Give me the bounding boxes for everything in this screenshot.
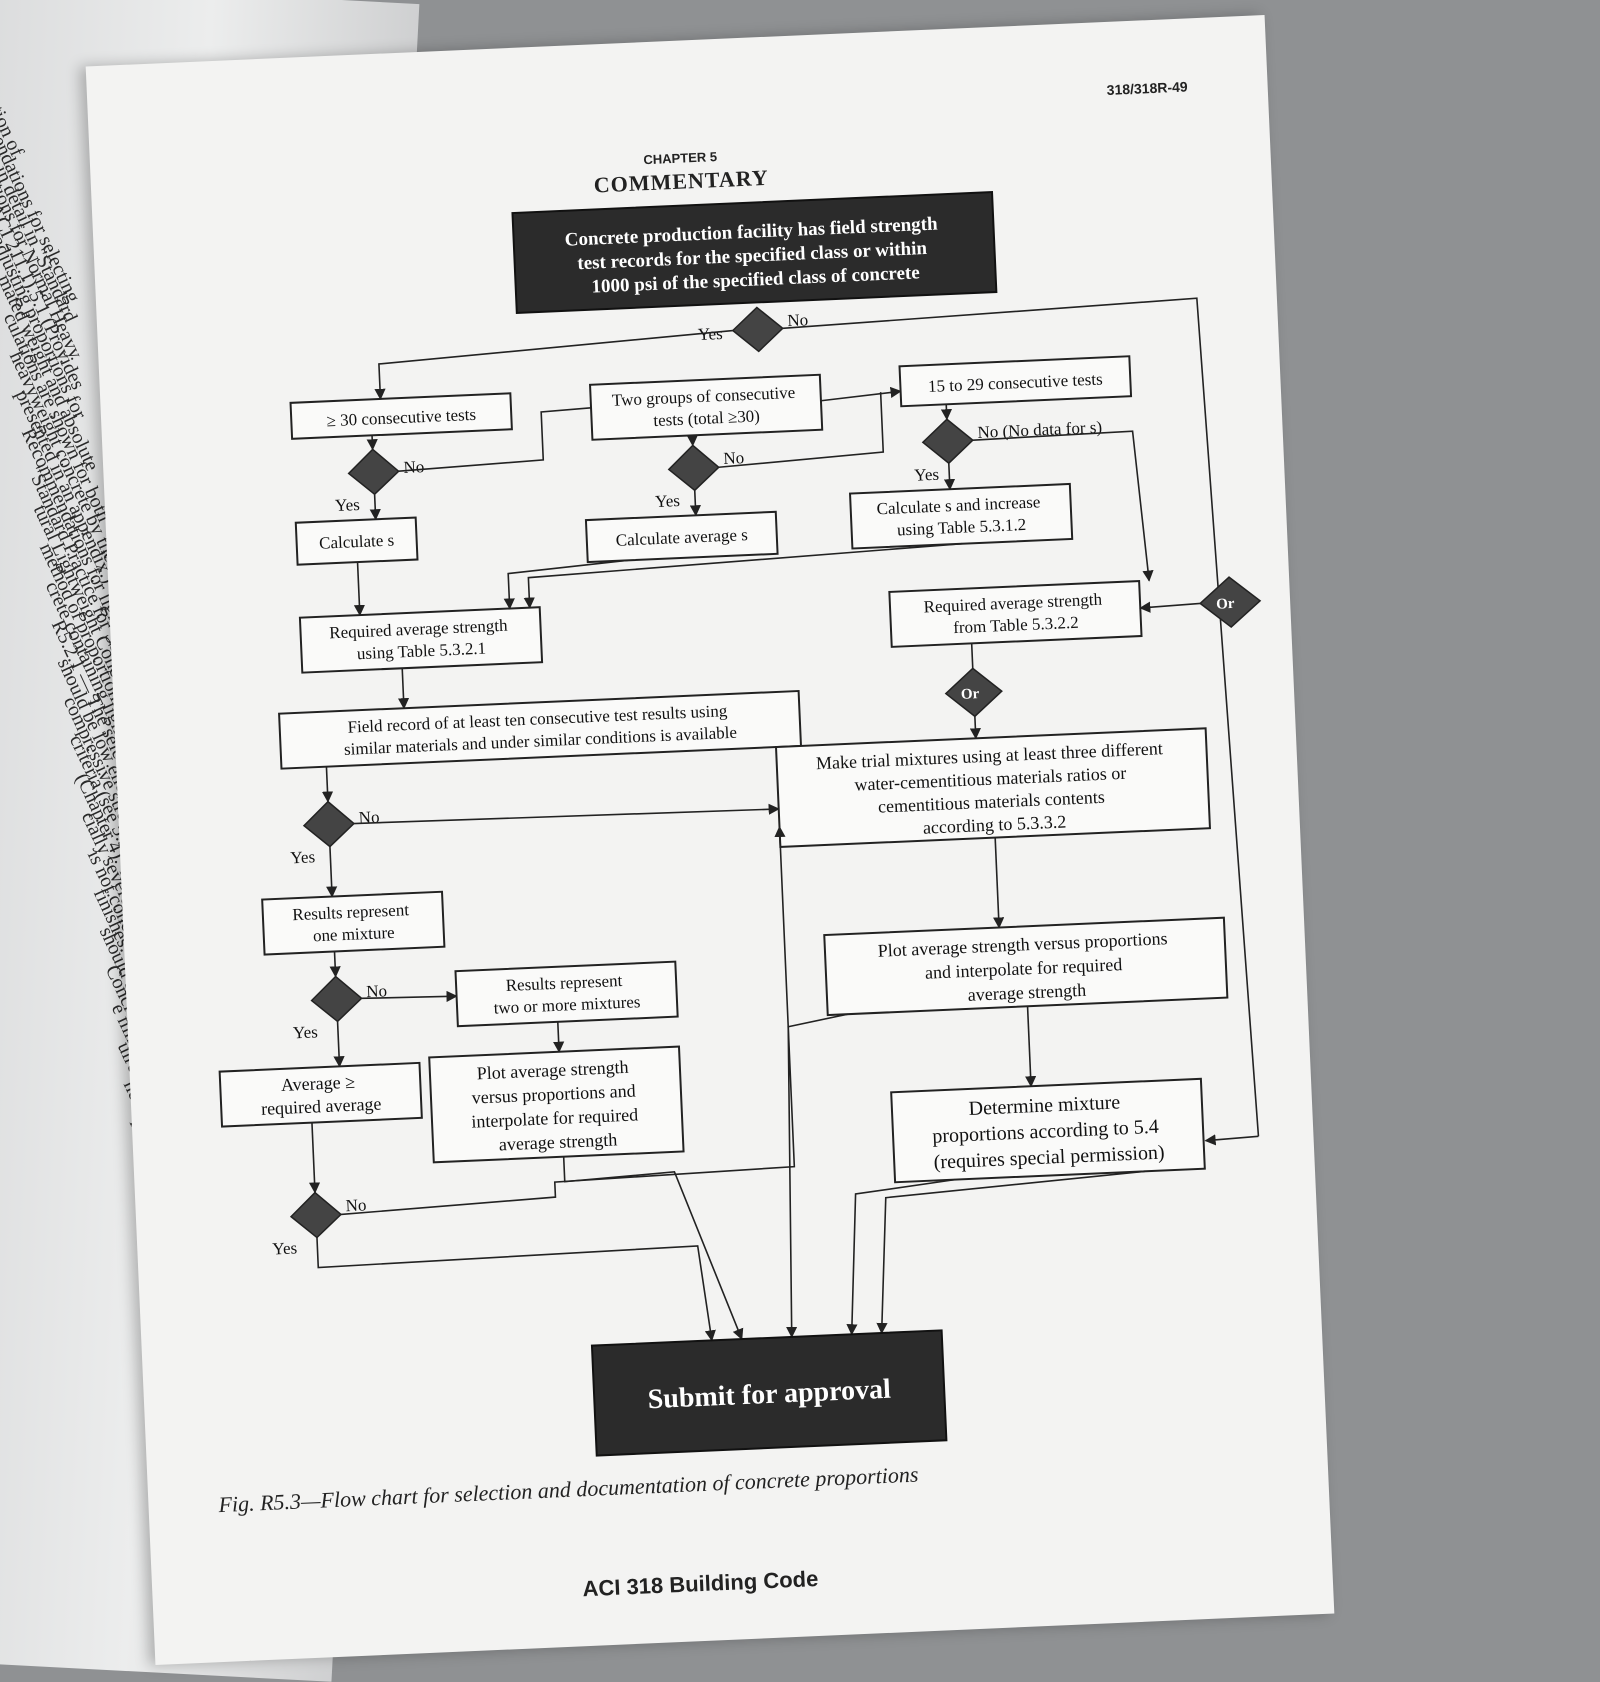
connector [558, 1022, 559, 1052]
box-calculate-s-increase: Calculate s and increase using Table 5.3… [850, 484, 1072, 549]
label-no: No [403, 457, 425, 477]
box-determine: Determine mixture proportions according … [891, 1079, 1205, 1182]
decision-diamond [922, 418, 974, 464]
connector [312, 1123, 315, 1193]
flow-chart: Concrete production facility has field s… [86, 15, 1335, 1665]
connector [1205, 1136, 1258, 1140]
connector [949, 463, 950, 489]
start-box: Concrete production facility has field s… [512, 192, 996, 313]
connector [972, 643, 973, 668]
connector [508, 560, 630, 608]
box-average-check: Average ≥ required average [220, 1063, 422, 1127]
decision-diamond [290, 1191, 342, 1238]
label-no: No [358, 807, 380, 827]
label-yes: Yes [335, 495, 361, 515]
decision-diamond [732, 306, 784, 352]
connector [326, 767, 328, 802]
label-yes: Yes [914, 465, 940, 485]
box-calculate-average-s: Calculate average s [586, 512, 778, 562]
box-submit: Submit for approval [592, 1330, 946, 1455]
box-calculate-s: Calculate s [296, 518, 418, 565]
decision-diamond [668, 444, 720, 491]
connector [845, 1180, 961, 1335]
calc-s-text: Calculate s [319, 531, 395, 553]
connector [946, 404, 947, 419]
box-required-avg-5322: Required average strength from Table 5.3… [889, 581, 1141, 647]
box-15-to-29: 15 to 29 consecutive tests [900, 356, 1132, 406]
decision-diamond [303, 801, 355, 848]
connector [317, 1221, 712, 1358]
average-check-line: Average ≥ [281, 1072, 356, 1095]
box-plot-right: Plot average strength versus proportions… [824, 918, 1227, 1015]
label-or: Or [961, 686, 980, 703]
label-or: Or [1216, 596, 1235, 613]
box-results-one: Results represent one mixture [262, 892, 444, 955]
connector [875, 1171, 1151, 1333]
connector [821, 391, 901, 400]
connector [975, 716, 976, 738]
box-plot-left: Plot average strength versus proportions… [429, 1047, 683, 1163]
label-yes: Yes [293, 1022, 319, 1042]
connector [995, 838, 999, 928]
label-yes: Yes [272, 1238, 298, 1258]
connector [358, 562, 360, 615]
connector [1140, 603, 1200, 608]
box-trial-mixtures: Make trial mixtures using at least three… [776, 728, 1210, 847]
connector [1028, 1006, 1031, 1086]
label-yes: Yes [290, 847, 316, 867]
label-yes: Yes [655, 491, 681, 511]
connector [338, 1021, 340, 1066]
connector [402, 668, 404, 708]
box-30-consecutive: ≥ 30 consecutive tests [291, 393, 512, 439]
connector [695, 490, 696, 515]
connector [372, 435, 373, 449]
box-required-avg-5321: Required average strength using Table 5.… [300, 607, 542, 672]
results-one-line: one mixture [313, 923, 395, 946]
decision-diamond [348, 448, 400, 495]
box-results-two: Results represent two or more mixtures [455, 962, 677, 1027]
connector [335, 951, 336, 976]
connector [354, 805, 779, 828]
right-page: 318/318R-49 CHAPTER 5 COMMENTARY Concret… [86, 15, 1335, 1665]
connector [375, 494, 376, 519]
box-field-record: Field record of at least ten consecutive… [279, 691, 801, 769]
connector [330, 847, 332, 897]
decision-diamond [311, 975, 363, 1022]
box-two-groups: Two groups of consecutive tests (total ≥… [590, 375, 822, 440]
